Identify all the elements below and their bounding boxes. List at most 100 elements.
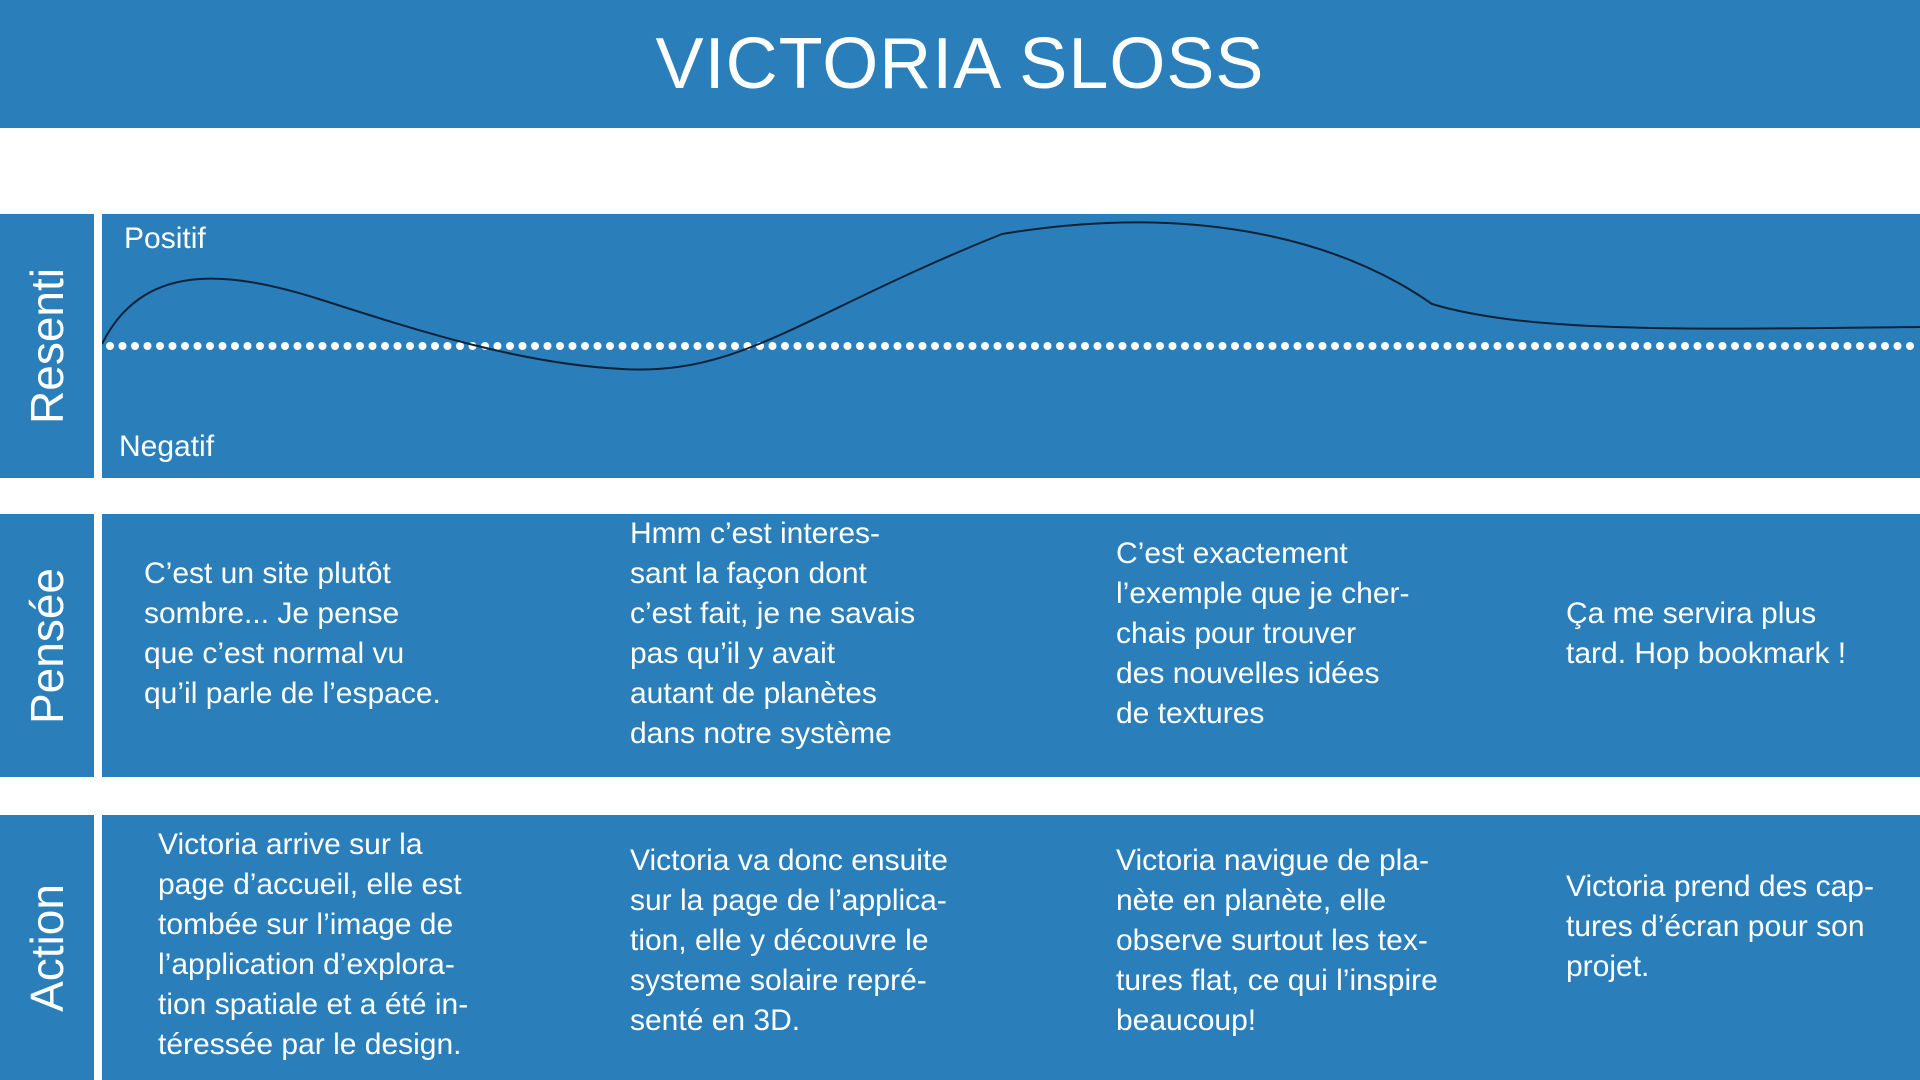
baseline-dot [968, 342, 977, 350]
baseline-dot [1081, 342, 1089, 350]
baseline-dot [1531, 342, 1539, 350]
baseline-dot [393, 342, 402, 350]
baseline-dot [368, 342, 377, 350]
baseline-dot [1893, 342, 1902, 350]
baseline-dot [856, 342, 864, 350]
baseline-dot [1681, 342, 1689, 350]
baseline-dot [1143, 342, 1152, 350]
axis-label-positive: Positif [124, 222, 206, 255]
action-cell-2: Victoria va donc ensuite sur la page de … [630, 844, 948, 1037]
baseline-dot [518, 342, 527, 350]
action-row: Victoria arrive sur la page d’accueil, e… [102, 815, 1920, 1080]
baseline-dot [293, 342, 302, 350]
baseline-dot [793, 342, 802, 350]
row-label-action-text: Action [21, 883, 73, 1012]
baseline-dot [668, 342, 677, 350]
baseline-dot [193, 342, 202, 350]
baseline-dot [1356, 342, 1364, 350]
pensee-cell-3: C’est exactement l’exemple que je cher- … [1116, 537, 1410, 730]
baseline-dot [1193, 342, 1202, 350]
baseline-dot [1256, 342, 1264, 350]
baseline-dot [1868, 342, 1877, 350]
baseline-dot [781, 342, 789, 350]
baseline-dot [718, 342, 727, 350]
baseline-dot [1368, 342, 1377, 350]
baseline-dot [493, 342, 502, 350]
baseline-dot [556, 342, 564, 350]
row-label-pensee: Pensée [0, 514, 94, 777]
baseline-dot [1106, 342, 1114, 350]
pensee-cell-4: Ça me servira plus tard. Hop bookmark ! [1566, 597, 1847, 670]
baseline-dot [543, 342, 552, 350]
baseline-dot [131, 342, 139, 350]
row-label-resenti: Resenti [0, 214, 94, 478]
baseline-dot [1331, 342, 1339, 350]
title-bar: VICTORIA SLOSS [0, 0, 1920, 128]
baseline-dot [956, 342, 964, 350]
baseline-dot [181, 342, 189, 350]
baseline-dot [1443, 342, 1452, 350]
baseline-dot [1406, 342, 1414, 350]
baseline-dot [1168, 342, 1177, 350]
baseline-dot [1131, 342, 1139, 350]
baseline-dot [1056, 342, 1064, 350]
pensee-cell-1: C’est un site plutôt sombre... Je pense … [144, 557, 441, 710]
action-cell-1: Victoria arrive sur la page d’accueil, e… [158, 828, 469, 1061]
baseline-dot [1706, 342, 1714, 350]
baseline-dot [343, 342, 352, 350]
baseline-dot [1118, 342, 1127, 350]
baseline-dot [981, 342, 989, 350]
neutral-baseline [106, 342, 1914, 350]
baseline-dot [1556, 342, 1564, 350]
baseline-dot [1206, 342, 1214, 350]
baseline-dot [818, 342, 827, 350]
baseline-dot [1281, 342, 1289, 350]
baseline-dot [568, 342, 577, 350]
baseline-dot [1018, 342, 1027, 350]
baseline-dot [206, 342, 214, 350]
baseline-dot [231, 342, 239, 350]
baseline-dot [993, 342, 1002, 350]
baseline-dot [931, 342, 939, 350]
baseline-dot [1043, 342, 1052, 350]
baseline-dot [643, 342, 652, 350]
baseline-dot [156, 342, 164, 350]
baseline-dot [1881, 342, 1889, 350]
baseline-dot [868, 342, 877, 350]
row-label-action: Action [0, 815, 94, 1080]
baseline-dot [118, 342, 127, 350]
baseline-dot [1306, 342, 1314, 350]
baseline-dot [1568, 342, 1577, 350]
baseline-dot [1293, 342, 1302, 350]
baseline-dot [631, 342, 639, 350]
baseline-dot [1793, 342, 1802, 350]
emotion-chart: Positif Negatif [102, 214, 1920, 478]
axis-label-negative: Negatif [119, 430, 215, 463]
baseline-dot [1156, 342, 1164, 350]
baseline-dot [1631, 342, 1639, 350]
baseline-dot [943, 342, 952, 350]
baseline-dot [1418, 342, 1427, 350]
baseline-dot [318, 342, 327, 350]
baseline-dot [1668, 342, 1677, 350]
baseline-dot [881, 342, 889, 350]
baseline-dot [906, 342, 914, 350]
baseline-dot [1318, 342, 1327, 350]
baseline-dot [768, 342, 777, 350]
baseline-dot [1656, 342, 1664, 350]
baseline-dot [1731, 342, 1739, 350]
baseline-dot [1468, 342, 1477, 350]
baseline-dot [1393, 342, 1402, 350]
baseline-dot [218, 342, 227, 350]
baseline-dot [1093, 342, 1102, 350]
baseline-dot [1068, 342, 1077, 350]
baseline-dot [381, 342, 389, 350]
baseline-dot [618, 342, 627, 350]
baseline-dot [1231, 342, 1239, 350]
row-label-resenti-text: Resenti [21, 268, 73, 424]
baseline-dot [693, 342, 702, 350]
baseline-dot [1431, 342, 1439, 350]
emotion-chart-svg [102, 221, 1920, 371]
baseline-dot [1818, 342, 1827, 350]
baseline-dot [1606, 342, 1614, 350]
